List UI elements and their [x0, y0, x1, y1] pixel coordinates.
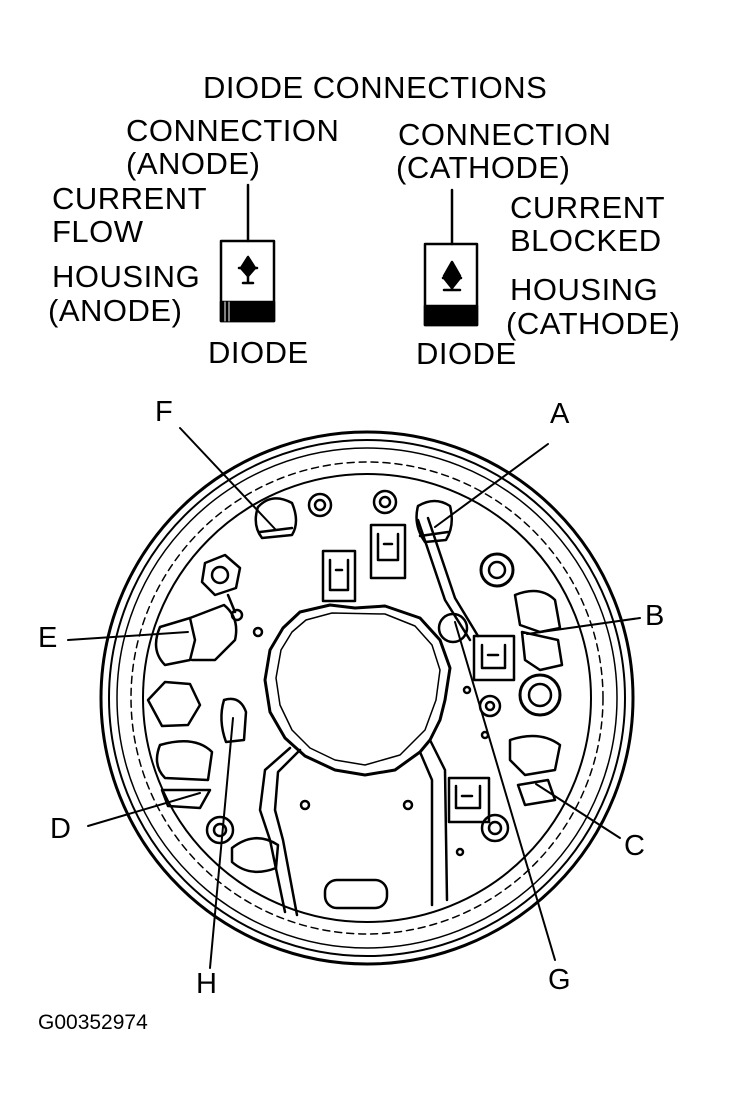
diode-slot-b: [513, 589, 562, 634]
diode-slot-e: [154, 616, 197, 667]
left-flow-label-line1: CURRENT: [52, 181, 208, 216]
right-flow-label-line1: CURRENT: [510, 190, 666, 225]
figure-code: G00352974: [38, 1011, 148, 1034]
callout-g: G: [548, 964, 571, 996]
right-connection-label-line1: CONNECTION: [398, 117, 612, 152]
callout-leaders: [67, 427, 641, 969]
callout-e: E: [38, 622, 58, 654]
stud-right-upper: [479, 552, 515, 588]
right-housing-label-line1: HOUSING: [510, 272, 659, 307]
rectifier-plate: [99, 430, 635, 966]
left-housing-label-line2: (ANODE): [48, 293, 183, 328]
callout-d: D: [50, 813, 71, 845]
anode-diode-symbol: [219, 183, 276, 323]
diode-slot-d: [155, 740, 214, 782]
right-connection-label-line2: (CATHODE): [396, 150, 571, 185]
terminal-clip-right: [472, 634, 516, 682]
right-flow-label-line2: BLOCKED: [510, 223, 662, 258]
cathode-diode-symbol: [423, 188, 479, 327]
terminal-clip-upper-right: [369, 523, 407, 580]
callout-a: A: [550, 398, 570, 430]
hex-nut-upper-left: [200, 553, 242, 597]
left-connection-label-line2: (ANODE): [126, 146, 261, 181]
callout-h: H: [196, 968, 217, 1000]
diode-slot-c: [508, 734, 562, 777]
diode-slot-h: [220, 697, 248, 744]
left-housing-label-line1: HOUSING: [52, 259, 201, 294]
right-diode-label: DIODE: [416, 336, 517, 371]
callout-f: F: [155, 396, 173, 428]
terminal-clip-lower-right: [447, 776, 491, 824]
left-flow-label-line2: FLOW: [52, 214, 144, 249]
diagram-title: DIODE CONNECTIONS: [203, 70, 548, 105]
diode-slot-f: [254, 497, 298, 540]
hex-nut-left: [146, 680, 202, 728]
terminal-clip-top: [321, 549, 357, 603]
stud-right: [518, 673, 562, 717]
diode-slot-a: [415, 499, 454, 544]
left-connection-label-line1: CONNECTION: [126, 113, 340, 148]
callout-b: B: [645, 600, 665, 632]
right-housing-label-line2: (CATHODE): [506, 306, 681, 341]
callout-c: C: [624, 830, 645, 862]
left-diode-label: DIODE: [208, 335, 309, 370]
